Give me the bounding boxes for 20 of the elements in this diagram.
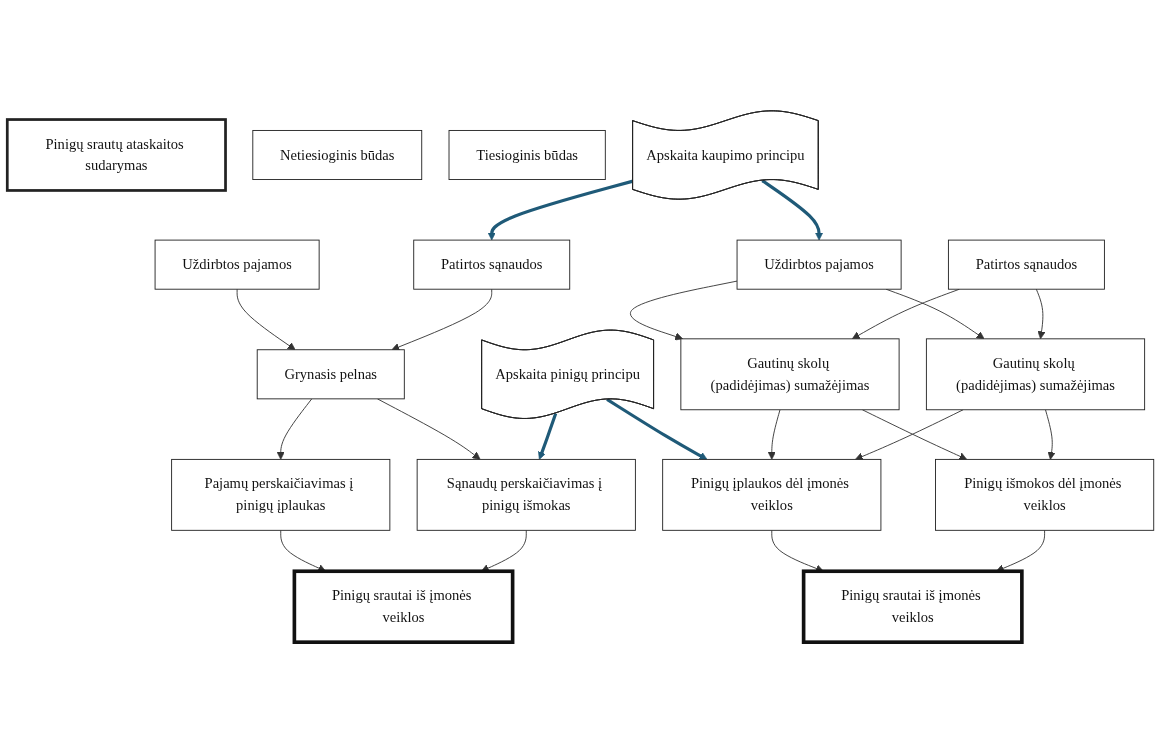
node-box: Pinigų srautų ataskaitos sudarymas [5, 118, 227, 192]
node-box: Pinigų srautai iš įmonės veiklos [292, 569, 515, 644]
arrow [487, 179, 634, 241]
node-box: Netiesioginis būdas [252, 130, 423, 180]
node-box: Gautinų skolų (padidėjimas) sumažėjimas [680, 338, 900, 411]
node-box: Tiesioginis būdas [448, 130, 606, 180]
node-box: Grynasis pelnas [256, 349, 405, 400]
arrow [538, 412, 558, 460]
node-box: Uždirbtos pajamos [736, 239, 902, 290]
node-box: Pajamų perskaičiavimas į pinigų įplaukas [171, 458, 391, 531]
node-box: Patirtos sąnaudos [413, 239, 571, 290]
node-box: Patirtos sąnaudos [947, 239, 1105, 290]
arrow [606, 398, 708, 460]
node-box: Gautinų skolų (padidėjimas) sumažėjimas [925, 338, 1146, 411]
arrow [761, 179, 824, 241]
node-box: Pinigų įplaukos dėl įmonės veiklos [662, 458, 882, 531]
node-box: Sąnaudų perskaičiavimas į pinigų išmokas [416, 458, 636, 531]
node-box: Pinigų srautai iš įmonės veiklos [801, 569, 1024, 644]
node-box: Uždirbtos pajamos [154, 239, 320, 290]
node-box: Pinigų išmokos dėl įmonės veiklos [935, 458, 1155, 531]
